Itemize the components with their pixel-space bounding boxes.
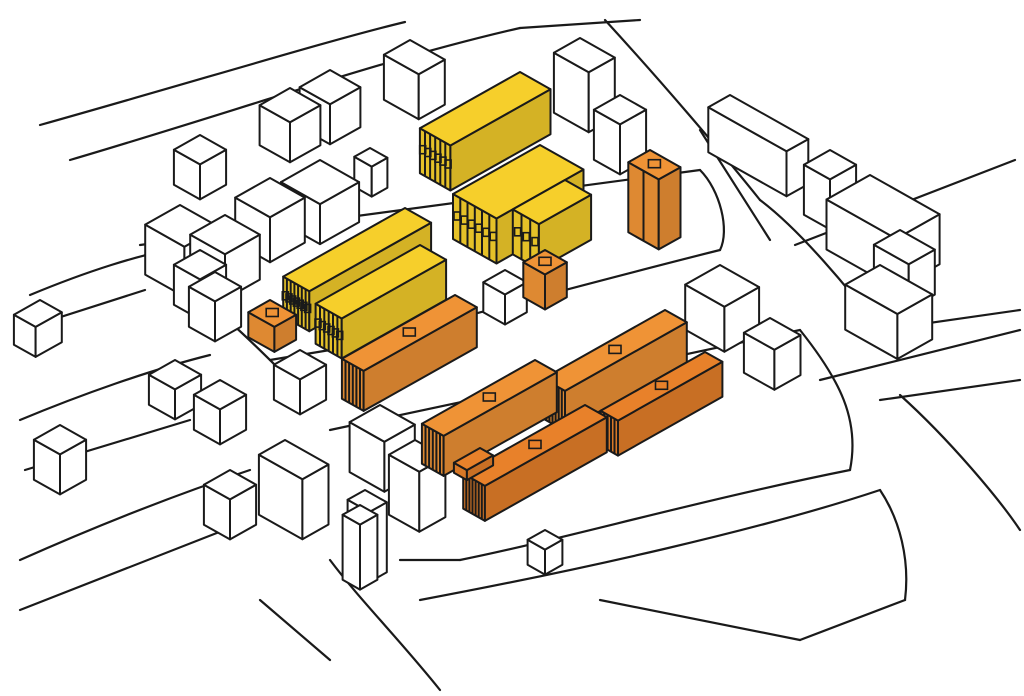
existing-building [192, 379, 248, 446]
street-line [418, 488, 882, 602]
orange-building [627, 149, 682, 251]
existing-building [742, 317, 802, 391]
street-line [898, 393, 1022, 532]
street-line [38, 20, 407, 127]
street-line [878, 488, 908, 602]
street-line [258, 598, 332, 662]
street-line [698, 168, 725, 252]
street-line [18, 518, 252, 612]
existing-building [382, 39, 446, 121]
dark-orange-building [452, 447, 495, 482]
yellow-building [314, 244, 448, 360]
existing-building [32, 424, 88, 496]
existing-building [592, 94, 648, 176]
street-line [798, 328, 854, 472]
existing-building [202, 469, 258, 541]
existing-building [272, 349, 328, 416]
existing-building [257, 439, 330, 541]
street-line [518, 18, 642, 30]
yellow-building [418, 71, 552, 192]
street-line [328, 558, 442, 692]
dark-orange-building [599, 351, 724, 457]
orange-new-buildings [247, 149, 688, 477]
existing-building [341, 504, 379, 591]
orange-building [247, 299, 298, 353]
existing-building [258, 87, 322, 164]
orange-building [522, 249, 568, 311]
dark-orange-building [462, 404, 608, 522]
street-line [598, 598, 802, 642]
existing-building [12, 299, 63, 358]
yellow-new-buildings [281, 71, 593, 360]
street-line [603, 18, 762, 202]
orange-building [340, 294, 478, 412]
street-line [798, 598, 907, 642]
existing-building [482, 269, 528, 326]
orange-building [420, 359, 558, 477]
existing-building [172, 134, 228, 201]
existing-buildings [12, 37, 941, 591]
street-line [878, 378, 1022, 402]
existing-building [187, 271, 243, 343]
existing-building [526, 529, 564, 576]
street-line [818, 328, 1022, 382]
street-line [18, 353, 212, 422]
existing-building [844, 264, 934, 360]
dark-orange-new-buildings [452, 351, 724, 522]
existing-building [707, 94, 810, 198]
street-line [458, 468, 852, 562]
